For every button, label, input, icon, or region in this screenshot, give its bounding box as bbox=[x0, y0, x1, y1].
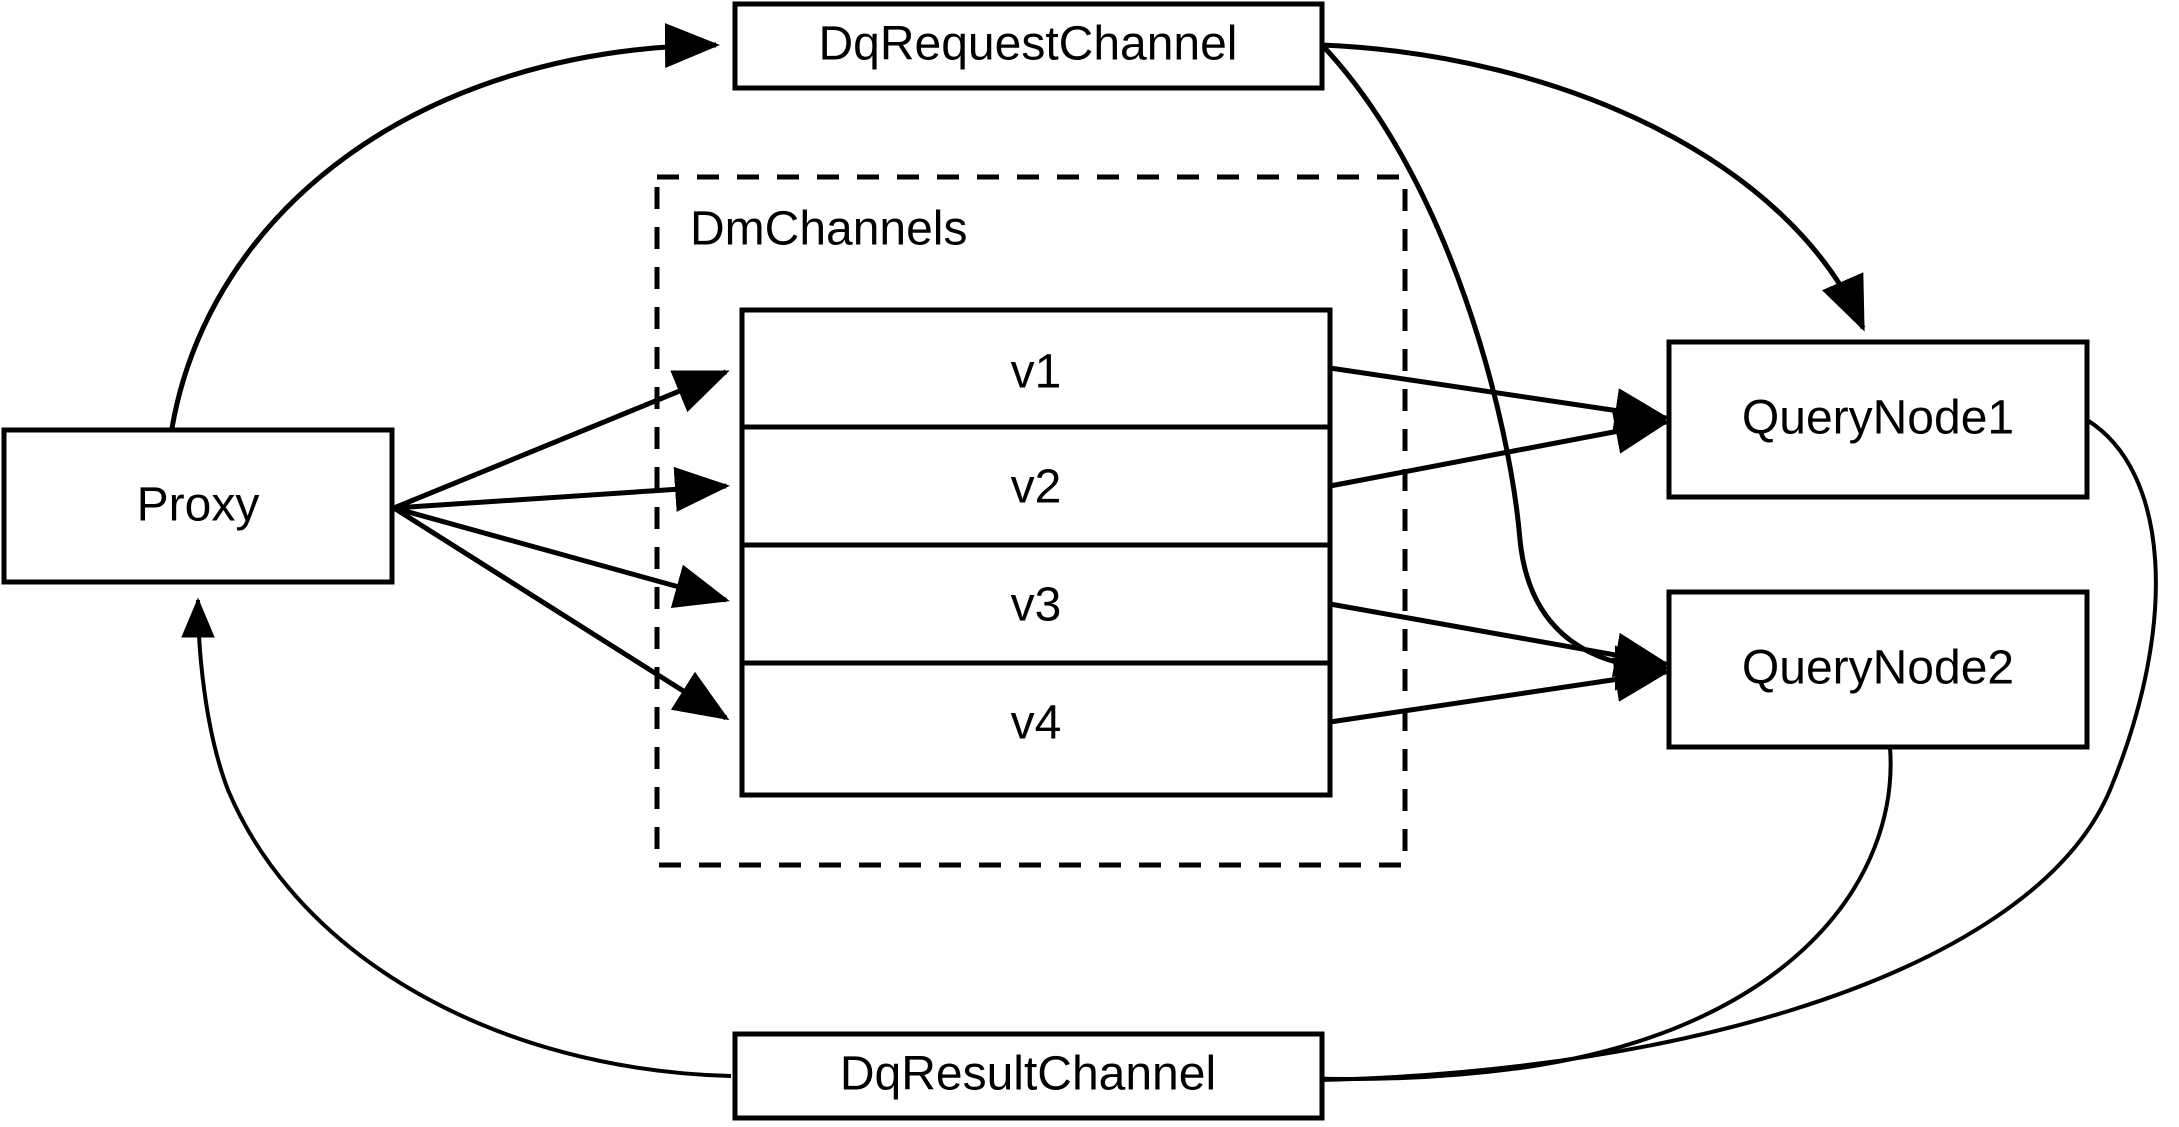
node-proxy-box[interactable] bbox=[1, 427, 395, 585]
node-querynode1-label: QueryNode1 bbox=[1742, 392, 2014, 445]
node-querynode1[interactable]: QueryNode1 bbox=[1666, 339, 2090, 500]
node-proxy[interactable]: Proxy bbox=[1, 427, 395, 585]
node-querynode1-box[interactable] bbox=[1666, 339, 2090, 500]
dmchannels-slot-stack: v1 v2 v3 v4 bbox=[739, 307, 1333, 798]
edge-proxy-to-v4 bbox=[392, 505, 730, 721]
edge-dqrequestchannel-to-querynode2 bbox=[1320, 43, 1671, 691]
dmchannels-group-label: DmChannels bbox=[690, 203, 967, 256]
node-proxy-label: Proxy bbox=[137, 479, 260, 532]
node-dqrequestchannel-label: DqRequestChannel bbox=[819, 18, 1238, 71]
node-dqrequestchannel-box[interactable] bbox=[732, 1, 1325, 91]
node-querynode2[interactable]: QueryNode2 bbox=[1666, 589, 2090, 750]
dmchannels-group-border bbox=[654, 174, 1408, 868]
node-dqresultchannel[interactable]: DqResultChannel bbox=[732, 1031, 1325, 1121]
dmchannels-slot-stack-border bbox=[739, 307, 1333, 798]
edge-proxy-to-v1 bbox=[393, 369, 730, 511]
dmchannel-slot-v2[interactable]: v2 bbox=[1011, 461, 1062, 514]
edge-proxy-to-v3 bbox=[393, 505, 730, 609]
node-dqresultchannel-label: DqResultChannel bbox=[840, 1048, 1216, 1101]
edge-v1-to-querynode1 bbox=[1329, 365, 1670, 433]
edge-proxy-to-dqrequestchannel bbox=[169, 23, 720, 429]
node-dqrequestchannel[interactable]: DqRequestChannel bbox=[732, 1, 1325, 91]
node-dqresultchannel-box[interactable] bbox=[732, 1031, 1325, 1121]
edge-v4-to-querynode2 bbox=[1329, 657, 1670, 725]
edge-dqresultchannel-to-proxy bbox=[181, 597, 732, 1078]
edge-v3-to-querynode2 bbox=[1329, 601, 1670, 678]
node-querynode2-label: QueryNode2 bbox=[1742, 642, 2014, 695]
edge-proxy-to-v2 bbox=[393, 466, 730, 512]
dmchannel-slot-v3[interactable]: v3 bbox=[1011, 579, 1062, 632]
edge-querynode1-to-dqresultchannel bbox=[1211, 418, 2158, 1098]
dmchannel-slot-v4[interactable]: v4 bbox=[1011, 697, 1062, 750]
node-querynode2-box[interactable] bbox=[1666, 589, 2090, 750]
edge-v2-to-querynode1 bbox=[1329, 409, 1670, 489]
edge-dqrequestchannel-to-querynode1 bbox=[1321, 42, 1866, 332]
dmchannel-slot-v1[interactable]: v1 bbox=[1011, 346, 1062, 399]
dmchannels-group: DmChannels bbox=[654, 174, 1408, 868]
